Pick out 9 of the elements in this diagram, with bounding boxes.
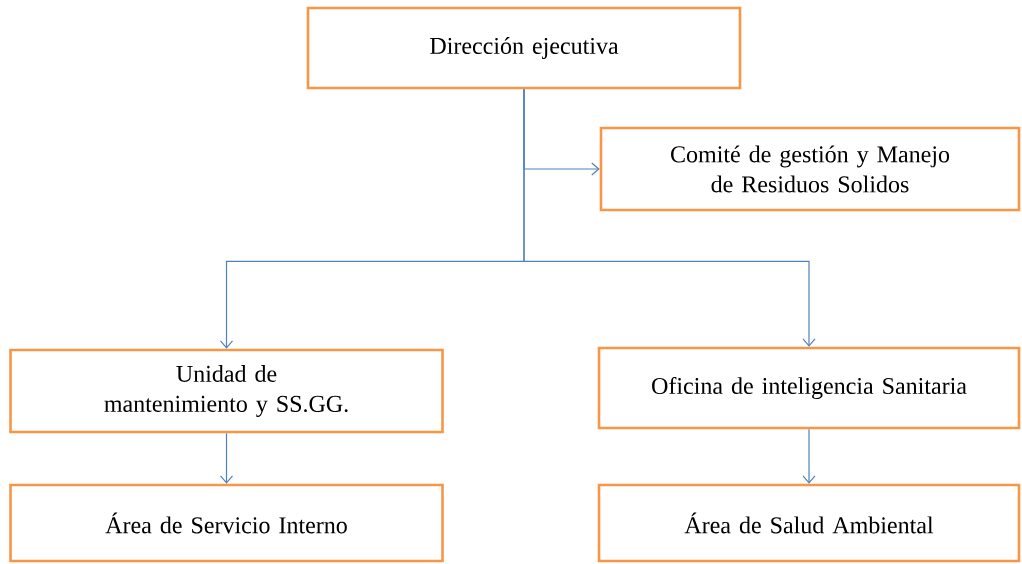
connector-arrow (802, 428, 816, 484)
org-box: Comité de gestión y Manejo de Residuos Solidos (599, 126, 1021, 212)
org-box: Área de Salud Ambiental (597, 483, 1021, 563)
connector-arrow (523, 88, 816, 347)
org-box: Área de Servicio Interno (9, 483, 444, 563)
org-box: Dirección ejecutiva (306, 6, 742, 90)
org-box: Unidad de mantenimiento y SS.GG. (9, 348, 444, 434)
org-box: Oficina de inteligencia Sanitaria (597, 346, 1021, 430)
connector-arrow (219, 432, 234, 484)
